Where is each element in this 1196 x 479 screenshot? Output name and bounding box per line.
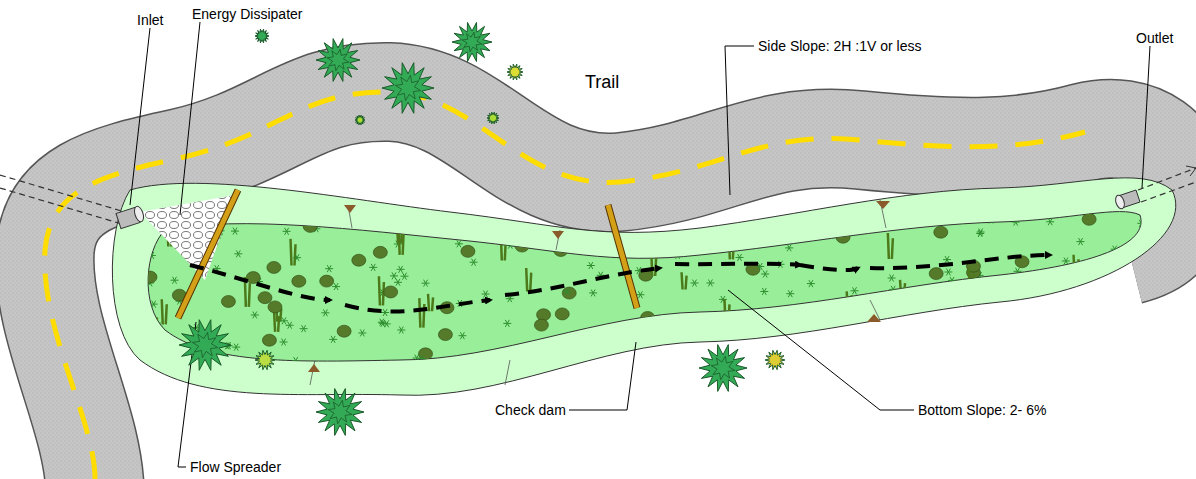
flow-spreader-label: Flow Spreader (190, 459, 281, 475)
check-dam-label: Check dam (495, 402, 566, 418)
inlet-label: Inlet (137, 12, 163, 28)
side-slope-label: Side Slope: 2H :1V or less (758, 38, 921, 54)
bottom-slope-label: Bottom Slope: 2- 6% (918, 402, 1046, 418)
outlet-label: Outlet (1136, 30, 1173, 46)
trail-label: Trail (585, 74, 619, 90)
dissipater-label: Energy Dissipater (192, 6, 303, 22)
